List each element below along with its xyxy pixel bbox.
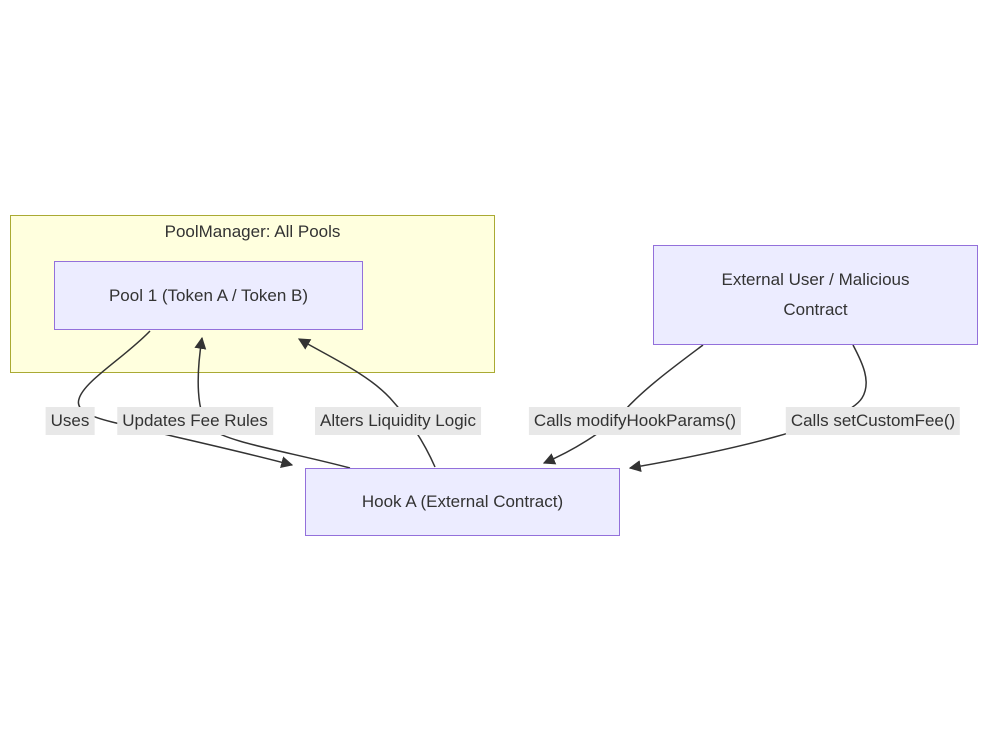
node-external-user: External User / Malicious Contract [653, 245, 978, 345]
edge-label-calls-setcustomfee: Calls setCustomFee() [785, 407, 961, 435]
node-hook-a-label: Hook A (External Contract) [361, 492, 564, 511]
node-pool1-label: Pool 1 (Token A / Token B) [108, 285, 309, 305]
node-external-user-label: External User / Malicious Contract [721, 270, 910, 319]
edge-label-calls-modifyhookparams: Calls modifyHookParams() [528, 407, 742, 435]
edge-calls-modifyhookparams [542, 344, 704, 465]
cluster-poolmanager-title: PoolManager: All Pools [164, 222, 341, 241]
edge-label-updates-fee-rules: Updates Fee Rules [117, 407, 273, 435]
node-hook-a: Hook A (External Contract) [305, 468, 620, 536]
edge-label-alters-liquidity-logic: Alters Liquidity Logic [315, 407, 481, 435]
edge-label-uses: Uses [45, 407, 95, 435]
node-pool1: Pool 1 (Token A / Token B) [54, 261, 363, 330]
